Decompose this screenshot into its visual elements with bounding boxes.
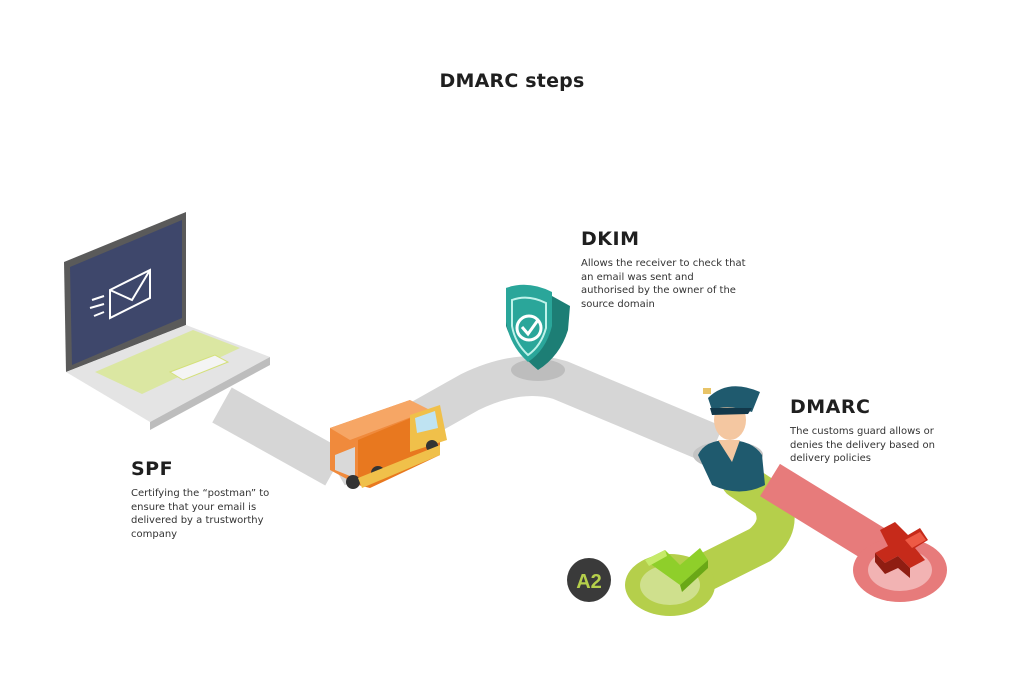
grey-road [212, 356, 723, 486]
customs-guard-icon [698, 386, 765, 492]
dkim-heading: DKIM [581, 228, 640, 250]
page-title: DMARC steps [439, 70, 585, 92]
pass-road [625, 461, 795, 616]
check-mark-icon [645, 548, 708, 592]
svg-text:A2: A2 [576, 571, 602, 593]
laptop-email-icon [64, 212, 270, 430]
shield-check-icon [506, 284, 570, 370]
spf-heading: SPF [131, 458, 174, 480]
a2-logo: A2 [567, 558, 611, 602]
dmarc-description: The customs guard allows or denies the d… [790, 426, 935, 464]
spf-description: Certifying the “postman” to ensure that … [131, 488, 270, 540]
dkim-description: Allows the receiver to check that an ema… [581, 258, 746, 310]
cross-mark-icon [875, 522, 928, 578]
delivery-van-icon [330, 400, 447, 489]
dmarc-heading: DMARC [790, 396, 871, 418]
